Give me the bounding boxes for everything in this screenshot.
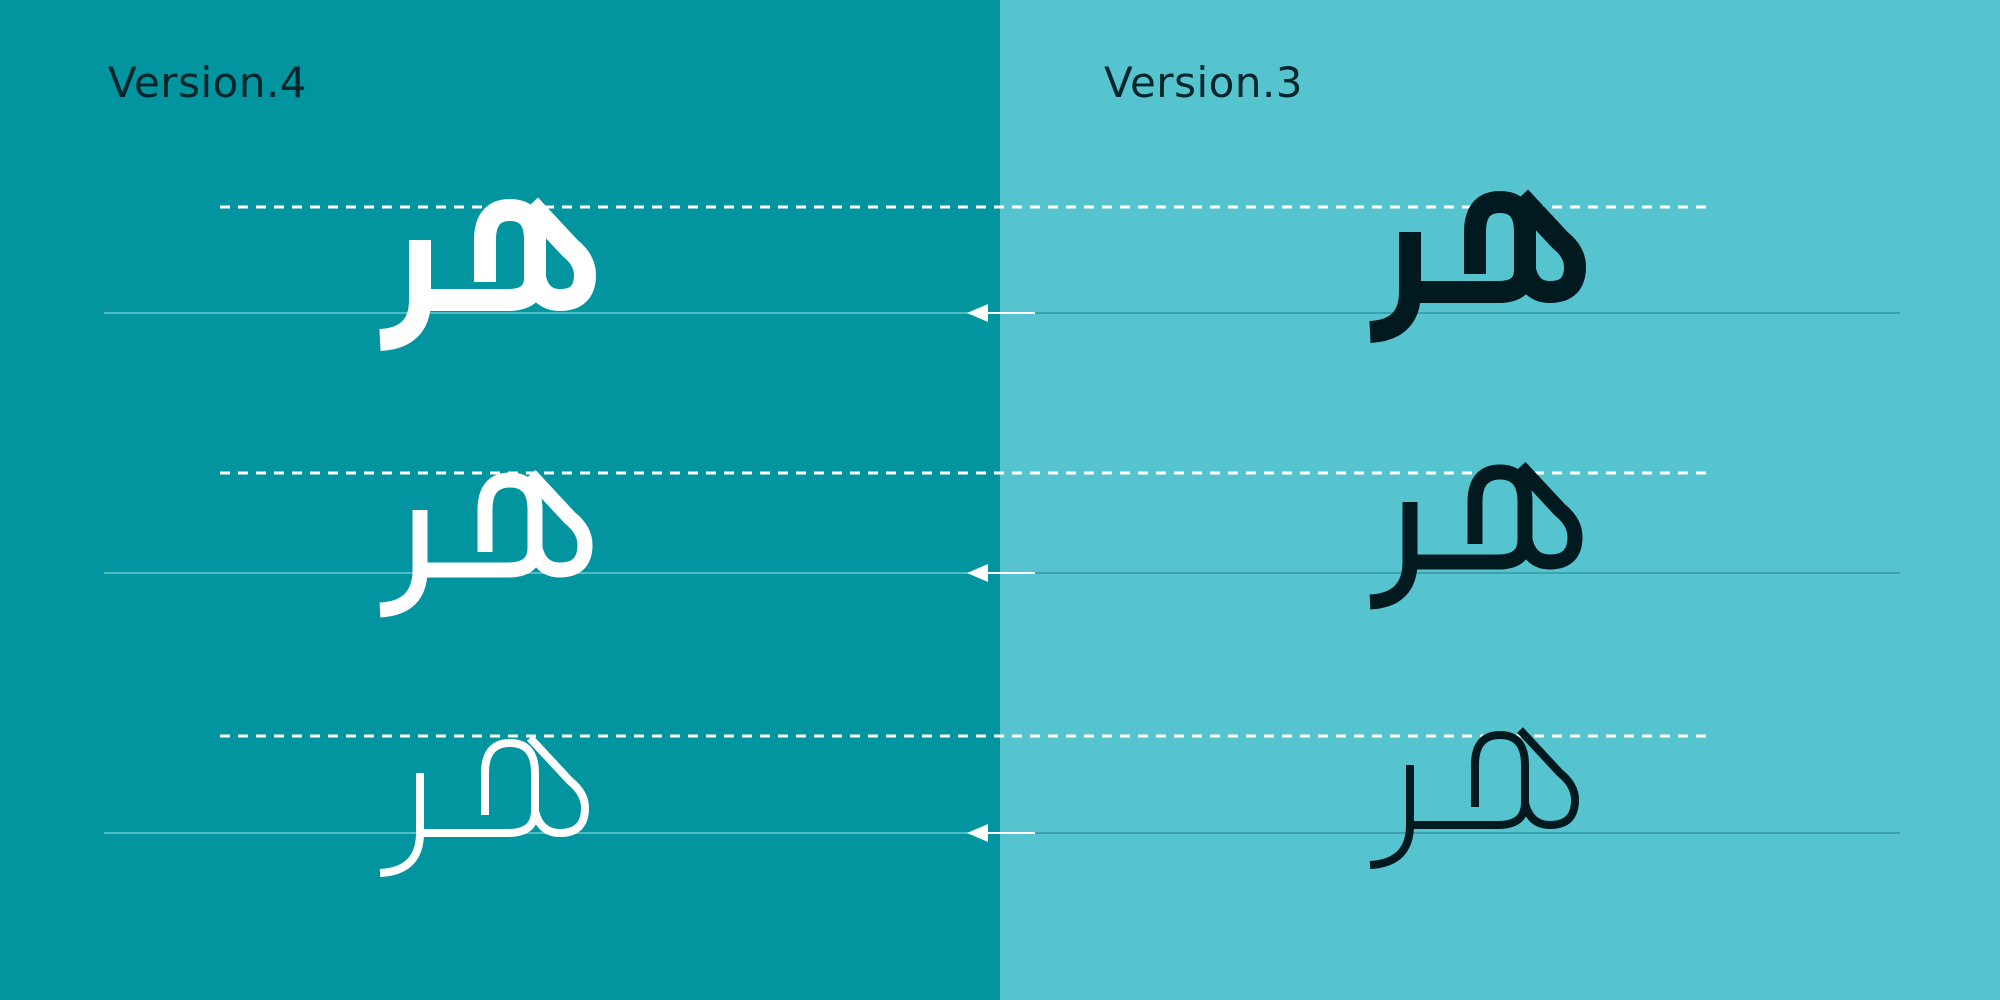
version-4-label: Version.4 (108, 58, 308, 107)
glyph-version-4-bold (379, 204, 586, 341)
glyph-version-3-light (1369, 729, 1576, 866)
glyph-version-4-regular (379, 474, 586, 611)
glyph-version-4-light (379, 737, 586, 874)
arrow-left-icon (967, 564, 988, 582)
glyph-version-3-bold (1369, 196, 1576, 333)
arrow-left-icon (967, 304, 988, 322)
version-3-label: Version.3 (1104, 58, 1304, 107)
glyph-version-3-regular (1369, 466, 1576, 603)
arrow-left-icon (967, 824, 988, 842)
